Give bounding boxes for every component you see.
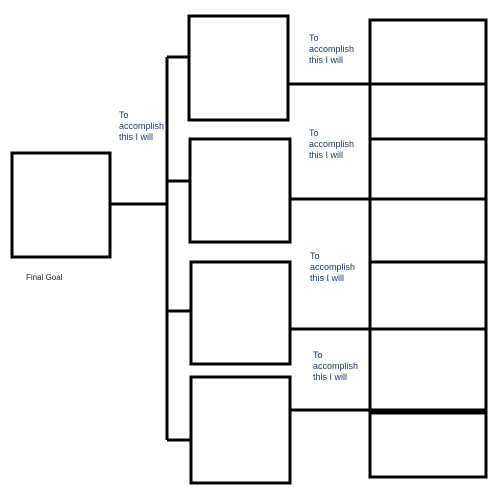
subgoal-box-3[interactable] xyxy=(189,260,292,366)
connector-label-subgoal-3: To accomplish this I will xyxy=(310,251,356,283)
steps-column-box[interactable] xyxy=(368,18,488,479)
connector-label-subgoal-1: To accomplish this I will xyxy=(309,33,355,65)
connector-label-subgoal-2: To accomplish this I will xyxy=(309,128,355,160)
connector-label-final: To accomplish this I will xyxy=(119,110,165,142)
connector-label-subgoal-4: To accomplish this I will xyxy=(313,350,359,382)
subgoal-box-4[interactable] xyxy=(189,375,292,485)
final-goal-box[interactable] xyxy=(10,151,112,259)
final-goal-label: Final Goal xyxy=(26,273,63,282)
subgoal-box-2[interactable] xyxy=(188,137,292,244)
subgoal-box-1[interactable] xyxy=(187,14,290,122)
